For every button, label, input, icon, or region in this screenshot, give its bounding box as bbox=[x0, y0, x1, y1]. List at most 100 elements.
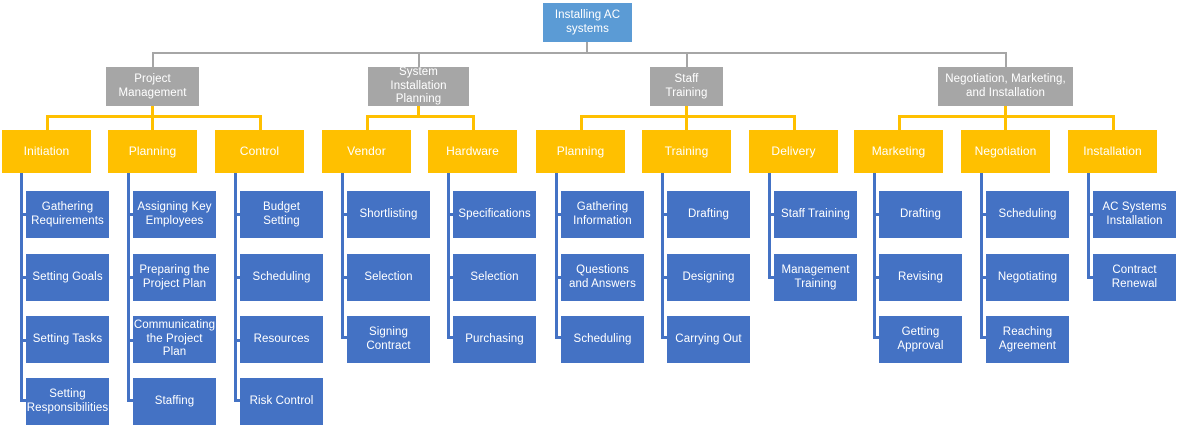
root-node-installing-ac-systems[interactable]: Installing AC systems bbox=[543, 3, 632, 42]
task-node-selection-hardware[interactable]: Selection bbox=[453, 254, 536, 301]
task-node-assigning-key-employees[interactable]: Assigning Key Employees bbox=[133, 191, 216, 238]
connector-group-bus-3 bbox=[580, 115, 796, 118]
task-node-communicating-the-project-plan[interactable]: Communicating the Project Plan bbox=[133, 316, 216, 363]
task-label: Selection bbox=[364, 270, 413, 283]
connector-spine-delivery bbox=[768, 173, 771, 276]
task-node-scheduling-planning[interactable]: Scheduling bbox=[561, 316, 644, 363]
group-node-vendor[interactable]: Vendor bbox=[322, 130, 411, 173]
connector-group-stem-3 bbox=[685, 106, 688, 118]
connector-elbow-planning-staff-1 bbox=[555, 213, 563, 216]
connector-group-drop-marketing bbox=[898, 115, 901, 131]
group-node-marketing[interactable]: Marketing bbox=[854, 130, 943, 173]
task-node-contract-renewal[interactable]: Contract Renewal bbox=[1093, 254, 1176, 301]
task-node-selection-vendor[interactable]: Selection bbox=[347, 254, 430, 301]
task-label: Shortlisting bbox=[359, 207, 418, 220]
connector-group-drop-training bbox=[685, 115, 688, 131]
connector-elbow-control-4 bbox=[234, 399, 242, 402]
task-label: Reaching Agreement bbox=[998, 325, 1057, 352]
group-label-vendor: Vendor bbox=[347, 144, 386, 159]
connector-elbow-vendor-1 bbox=[341, 213, 349, 216]
connector-elbow-planning-staff-3 bbox=[555, 336, 563, 339]
task-node-carrying-out[interactable]: Carrying Out bbox=[667, 316, 750, 363]
category-node-system-installation-planning[interactable]: System Installation Planning bbox=[368, 66, 469, 106]
task-node-risk-control[interactable]: Risk Control bbox=[240, 378, 323, 425]
task-label: Assigning Key Employees bbox=[137, 200, 212, 227]
task-label: Resources bbox=[253, 332, 310, 345]
connector-group-bus-1 bbox=[46, 115, 262, 118]
task-label: Purchasing bbox=[465, 332, 524, 345]
task-label: Questions and Answers bbox=[569, 263, 636, 290]
task-node-gathering-requirements[interactable]: Gathering Requirements bbox=[26, 191, 109, 238]
connector-category-bus bbox=[152, 52, 1007, 54]
connector-elbow-initiation-3 bbox=[20, 339, 28, 342]
task-node-gathering-information[interactable]: Gathering Information bbox=[561, 191, 644, 238]
group-label-training: Training bbox=[664, 144, 709, 159]
category-node-staff-training[interactable]: Staff Training bbox=[650, 67, 723, 106]
task-node-specifications[interactable]: Specifications bbox=[453, 191, 536, 238]
task-node-budget-setting[interactable]: Budget Setting bbox=[240, 191, 323, 238]
connector-group-drop-vendor bbox=[366, 115, 369, 131]
task-node-drafting-training[interactable]: Drafting bbox=[667, 191, 750, 238]
connector-category-drop-1 bbox=[152, 52, 154, 67]
group-label-planning-pm: Planning bbox=[128, 144, 177, 159]
task-label: Setting Goals bbox=[32, 270, 103, 283]
connector-spine-negotiation bbox=[980, 173, 983, 339]
connector-elbow-vendor-2 bbox=[341, 276, 349, 279]
task-node-getting-approval[interactable]: Getting Approval bbox=[879, 316, 962, 363]
task-node-ac-systems-installation[interactable]: AC Systems Installation bbox=[1093, 191, 1176, 238]
task-node-scheduling-control[interactable]: Scheduling bbox=[240, 254, 323, 301]
task-node-setting-goals[interactable]: Setting Goals bbox=[26, 254, 109, 301]
connector-group-drop-delivery bbox=[793, 115, 796, 131]
connector-elbow-negotiation-2 bbox=[980, 276, 988, 279]
group-label-planning-staff: Planning bbox=[556, 144, 605, 159]
group-node-control[interactable]: Control bbox=[215, 130, 304, 173]
task-node-setting-responsibilities[interactable]: Setting Responsibilities bbox=[26, 378, 109, 425]
connector-elbow-control-1 bbox=[234, 213, 242, 216]
task-node-shortlisting[interactable]: Shortlisting bbox=[347, 191, 430, 238]
group-node-training[interactable]: Training bbox=[642, 130, 731, 173]
task-label: Management Training bbox=[781, 263, 850, 290]
task-label: Risk Control bbox=[249, 394, 314, 407]
task-node-reaching-agreement[interactable]: Reaching Agreement bbox=[986, 316, 1069, 363]
task-node-drafting-marketing[interactable]: Drafting bbox=[879, 191, 962, 238]
task-label: Communicating the Project Plan bbox=[133, 319, 216, 359]
connector-category-drop-3 bbox=[686, 52, 688, 67]
category-node-project-management[interactable]: Project Management bbox=[106, 67, 199, 106]
group-label-negotiation: Negotiation bbox=[974, 144, 1037, 159]
task-label: Selection bbox=[470, 270, 519, 283]
task-node-scheduling-negotiation[interactable]: Scheduling bbox=[986, 191, 1069, 238]
task-label: Drafting bbox=[899, 207, 942, 220]
task-node-management-training[interactable]: Management Training bbox=[774, 254, 857, 301]
group-node-negotiation[interactable]: Negotiation bbox=[961, 130, 1050, 173]
group-node-initiation[interactable]: Initiation bbox=[2, 130, 91, 173]
group-node-hardware[interactable]: Hardware bbox=[428, 130, 517, 173]
connector-group-drop-hardware bbox=[472, 115, 475, 131]
task-node-preparing-the-project-plan[interactable]: Preparing the Project Plan bbox=[133, 254, 216, 301]
task-node-purchasing[interactable]: Purchasing bbox=[453, 316, 536, 363]
group-node-planning-staff[interactable]: Planning bbox=[536, 130, 625, 173]
group-node-installation[interactable]: Installation bbox=[1068, 130, 1157, 173]
task-node-staff-training[interactable]: Staff Training bbox=[774, 191, 857, 238]
task-node-setting-tasks[interactable]: Setting Tasks bbox=[26, 316, 109, 363]
group-node-planning-pm[interactable]: Planning bbox=[108, 130, 197, 173]
task-node-negotiating[interactable]: Negotiating bbox=[986, 254, 1069, 301]
group-label-hardware: Hardware bbox=[446, 144, 499, 159]
connector-elbow-marketing-3 bbox=[873, 336, 881, 339]
task-label: Scheduling bbox=[252, 270, 311, 283]
task-node-resources[interactable]: Resources bbox=[240, 316, 323, 363]
task-node-signing-contract[interactable]: Signing Contract bbox=[347, 316, 430, 363]
connector-category-drop-2 bbox=[418, 52, 420, 67]
connector-group-drop-initiation bbox=[46, 115, 49, 131]
task-node-staffing[interactable]: Staffing bbox=[133, 378, 216, 425]
connector-elbow-planning-pm-1 bbox=[127, 213, 135, 216]
task-label: Scheduling bbox=[573, 332, 632, 345]
group-node-delivery[interactable]: Delivery bbox=[749, 130, 838, 173]
task-node-questions-and-answers[interactable]: Questions and Answers bbox=[561, 254, 644, 301]
connector-category-drop-4 bbox=[1005, 52, 1007, 67]
task-node-designing[interactable]: Designing bbox=[667, 254, 750, 301]
connector-group-drop-planning-st bbox=[580, 115, 583, 131]
connector-spine-marketing bbox=[873, 173, 876, 339]
category-node-negotiation-marketing-installation[interactable]: Negotiation, Marketing, and Installation bbox=[938, 67, 1073, 106]
group-label-delivery: Delivery bbox=[771, 144, 816, 159]
task-node-revising[interactable]: Revising bbox=[879, 254, 962, 301]
